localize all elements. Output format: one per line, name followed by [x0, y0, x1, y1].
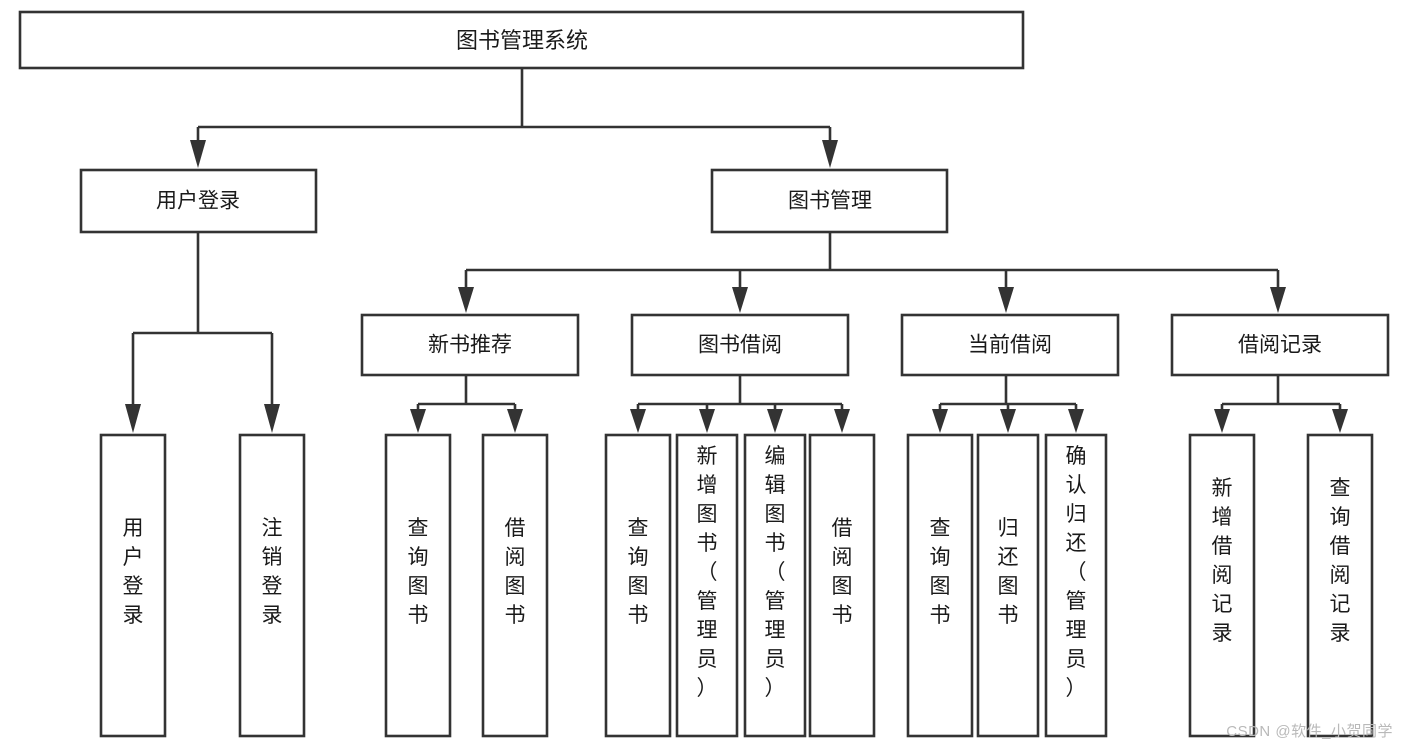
node-borrow[interactable]: 图书借阅 [630, 313, 850, 377]
leaf-cr-query[interactable]: 查询图书 [906, 433, 974, 738]
node-current-label: 当前借阅 [968, 334, 1052, 357]
leaf-group: 用户登录 注销登录 查询图书 借阅图书 查询图书 新增图书（管理员） [99, 433, 1374, 738]
leaf-bw-edit[interactable]: 编辑图书（管理员） [743, 433, 807, 738]
leaf-bw-query-box[interactable] [604, 433, 672, 738]
leaf-cr-return-label: 归还图书 [998, 517, 1019, 627]
arrow-leaf-rc-query [1332, 409, 1348, 433]
leaf-bw-borrow-label: 借阅图书 [832, 517, 853, 627]
arrow-leaf-user-logout [264, 404, 280, 433]
arrow-to-bookmgmt [822, 140, 838, 168]
node-bookmgmt-box[interactable] [710, 168, 949, 234]
arrow-leaf-nb-borrow [507, 409, 523, 433]
leaf-nb-borrow[interactable]: 借阅图书 [481, 433, 549, 738]
arrow-leaf-bw-query [630, 409, 646, 433]
leaf-bw-add-label: 新增图书（管理员） [697, 445, 718, 700]
leaf-bw-borrow[interactable]: 借阅图书 [808, 433, 876, 738]
leaf-cr-return-box[interactable] [976, 433, 1040, 738]
arrow-leaf-cr-confirm [1068, 409, 1084, 433]
node-bookmgmt[interactable]: 图书管理 [710, 168, 949, 234]
leaf-cr-confirm-label: 确认归还（管理员） [1066, 445, 1087, 700]
leaf-cr-query-label: 查询图书 [930, 517, 951, 627]
leaf-bw-query-label: 查询图书 [628, 517, 649, 627]
arrow-to-borrow [732, 287, 748, 313]
leaf-bw-add-box[interactable] [675, 433, 739, 738]
leaf-nb-query-label: 查询图书 [408, 517, 429, 627]
leaf-nb-borrow-box[interactable] [481, 433, 549, 738]
node-root-label: 图书管理系统 [456, 28, 588, 53]
leaf-user-login[interactable]: 用户登录 [99, 433, 167, 738]
leaf-user-logout[interactable]: 注销登录 [238, 433, 306, 738]
leaf-bw-edit-label: 编辑图书（管理员） [765, 445, 786, 700]
leaf-user-logout-box[interactable] [238, 433, 306, 738]
node-login-box[interactable] [79, 168, 318, 234]
leaf-bw-borrow-box[interactable] [808, 433, 876, 738]
leaf-cr-confirm[interactable]: 确认归还（管理员） [1044, 433, 1108, 738]
node-login[interactable]: 用户登录 [79, 168, 318, 234]
arrow-to-login [190, 140, 206, 168]
node-newbook-label: 新书推荐 [428, 334, 512, 357]
leaf-rc-query-box[interactable] [1306, 433, 1374, 738]
node-records[interactable]: 借阅记录 [1170, 313, 1390, 377]
node-root[interactable]: 图书管理系统 [18, 10, 1025, 70]
node-current[interactable]: 当前借阅 [900, 313, 1120, 377]
leaf-rc-add-label: 新增借阅记录 [1212, 477, 1233, 645]
node-newbook-box[interactable] [360, 313, 580, 377]
leaf-user-login-label: 用户登录 [123, 517, 144, 627]
node-current-box[interactable] [900, 313, 1120, 377]
leaf-nb-query-box[interactable] [384, 433, 452, 738]
node-bookmgmt-label: 图书管理 [788, 190, 872, 213]
node-newbook[interactable]: 新书推荐 [360, 313, 580, 377]
leaf-bw-add[interactable]: 新增图书（管理员） [675, 433, 739, 738]
leaf-cr-query-box[interactable] [906, 433, 974, 738]
leaf-nb-query[interactable]: 查询图书 [384, 433, 452, 738]
arrow-leaf-bw-borrow [834, 409, 850, 433]
arrow-leaf-bw-add [699, 409, 715, 433]
leaf-user-login-box[interactable] [99, 433, 167, 738]
node-root-box[interactable] [18, 10, 1025, 70]
leaf-bw-edit-box[interactable] [743, 433, 807, 738]
arrow-to-current [998, 287, 1014, 313]
arrow-to-records [1270, 287, 1286, 313]
arrow-leaf-user-login [125, 404, 141, 433]
arrow-leaf-nb-query [410, 409, 426, 433]
leaf-cr-confirm-box[interactable] [1044, 433, 1108, 738]
leaf-nb-borrow-label: 借阅图书 [505, 517, 526, 627]
leaf-rc-add-box[interactable] [1188, 433, 1256, 738]
node-borrow-label: 图书借阅 [698, 334, 782, 357]
node-records-box[interactable] [1170, 313, 1390, 377]
arrow-leaf-bw-edit [767, 409, 783, 433]
leaf-rc-add[interactable]: 新增借阅记录 [1188, 433, 1256, 738]
arrow-leaf-cr-query [932, 409, 948, 433]
leaf-bw-query[interactable]: 查询图书 [604, 433, 672, 738]
leaf-rc-query[interactable]: 查询借阅记录 [1306, 433, 1374, 738]
arrow-leaf-cr-return [1000, 409, 1016, 433]
leaf-cr-return[interactable]: 归还图书 [976, 433, 1040, 738]
edge-group [125, 68, 1348, 433]
leaf-rc-query-label: 查询借阅记录 [1330, 477, 1351, 645]
leaf-user-logout-label: 注销登录 [262, 517, 283, 627]
arrow-to-newbook [458, 287, 474, 313]
node-borrow-box[interactable] [630, 313, 850, 377]
arrow-leaf-rc-add [1214, 409, 1230, 433]
node-records-label: 借阅记录 [1238, 334, 1322, 357]
node-login-label: 用户登录 [156, 190, 240, 213]
